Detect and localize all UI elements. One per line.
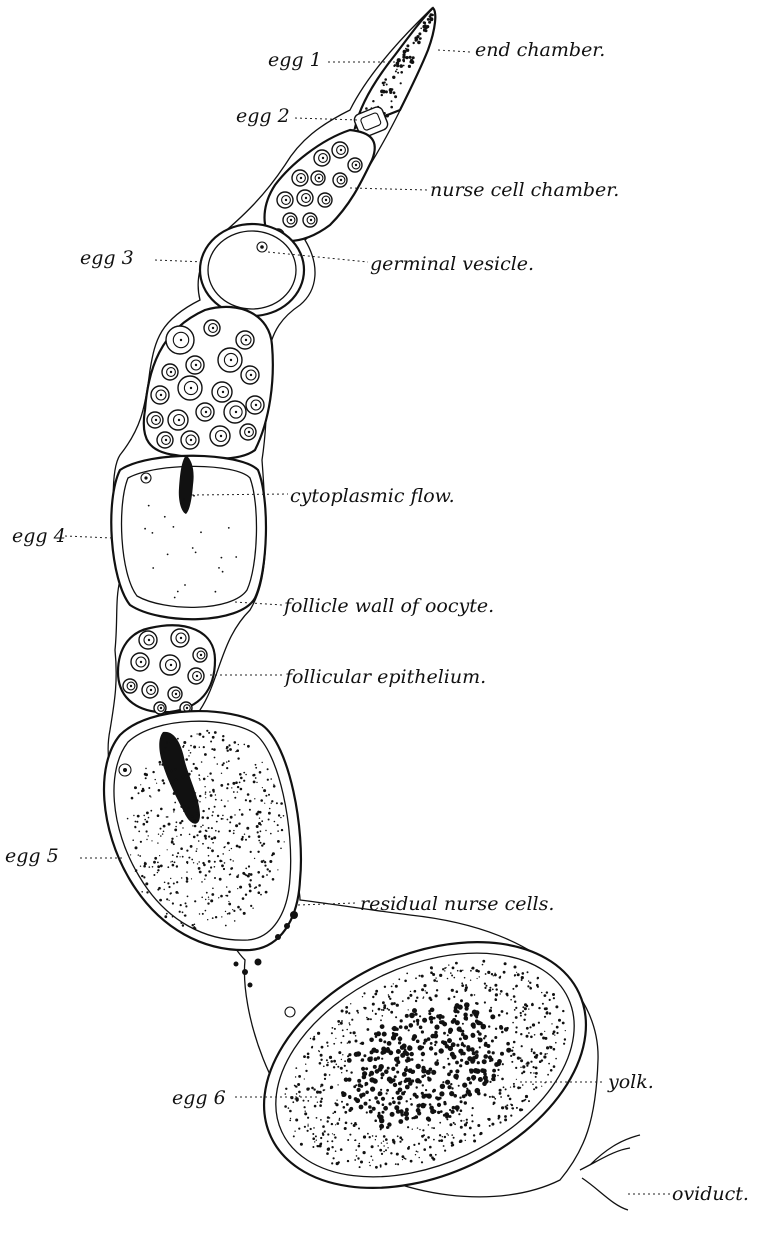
stipple-dot <box>389 88 393 92</box>
stipple-dot <box>425 29 428 32</box>
stipple-dot <box>399 64 403 68</box>
label-egg-5: egg 5 <box>5 845 59 867</box>
stipple-dot <box>412 56 415 59</box>
stipple-dot <box>429 21 431 23</box>
label-end-chamber: end chamber. <box>475 39 605 61</box>
stipple-dot <box>393 91 396 94</box>
stipple-dot <box>400 71 403 74</box>
stipple-dot <box>383 84 385 86</box>
label-yolk: yolk. <box>607 1071 654 1093</box>
stipple-dot <box>396 69 398 71</box>
stipple-dot <box>403 50 407 54</box>
stipple-dot <box>385 90 388 93</box>
stipple-dot <box>365 107 368 110</box>
label-follicular-epithelium: follicular epithelium. <box>283 666 486 688</box>
label-oviduct: oviduct. <box>672 1183 749 1205</box>
stipple-dot <box>402 53 405 56</box>
stipple-dot <box>424 26 428 30</box>
stipple-dot <box>372 100 374 102</box>
germinal-vesicle-egg-6 <box>285 1007 295 1017</box>
stipple-dot <box>405 56 408 59</box>
stipple-dot <box>406 44 409 47</box>
label-egg-1: egg 1 <box>268 49 322 71</box>
stipple-dot <box>420 28 422 30</box>
stipple-dot <box>431 14 434 17</box>
stipple-dot <box>397 72 399 74</box>
stipple-dot <box>418 32 421 35</box>
stipple-dot <box>427 18 430 21</box>
stipple-dot <box>391 100 393 102</box>
label-follicle-wall: follicle wall of oocyte. <box>282 595 494 617</box>
stipple-dot <box>390 106 393 109</box>
stipple-dot <box>419 37 421 39</box>
stipple-dot <box>395 70 397 72</box>
stipple-dot <box>413 42 415 44</box>
stipple-dot <box>403 65 405 67</box>
stipple-dot <box>386 84 388 86</box>
label-egg-6: egg 6 <box>172 1087 226 1109</box>
stipple-dot <box>429 16 431 18</box>
stipple-dot <box>424 22 426 24</box>
stipple-dot <box>406 49 409 52</box>
label-germinal-vesicle: germinal vesicle. <box>370 253 534 275</box>
stipple-dot <box>417 41 421 45</box>
stipple-dot <box>402 59 405 62</box>
label-egg-3: egg 3 <box>80 247 134 269</box>
stipple-dot <box>381 94 383 96</box>
nurse-cell-chamber <box>265 130 375 241</box>
stipple-dot <box>415 39 418 42</box>
stipple-dot <box>385 114 389 118</box>
stipple-dot <box>392 76 395 79</box>
stipple-dot <box>409 56 412 59</box>
egg-3 <box>200 224 304 316</box>
stipple-dot <box>397 58 401 62</box>
stipple-dot <box>410 59 413 62</box>
stipple-dot <box>417 37 419 39</box>
stipple-dot <box>408 65 411 68</box>
label-nurse-cell-chamber: nurse cell chamber. <box>430 179 619 201</box>
oviduct-strands <box>580 1135 640 1210</box>
stipple-dot <box>384 78 387 81</box>
label-residual-nurse-cells: residual nurse cells. <box>360 893 554 915</box>
stipple-dot <box>384 81 386 83</box>
label-cytoplasmic-flow: cytoplasmic flow. <box>290 485 455 507</box>
stipple-dot <box>394 64 396 66</box>
label-egg-2: egg 2 <box>236 105 290 127</box>
label-egg-4: egg 4 <box>12 525 66 547</box>
stipple-dot <box>394 95 397 98</box>
stipple-dot <box>400 82 402 84</box>
stipple-dot <box>396 64 399 67</box>
